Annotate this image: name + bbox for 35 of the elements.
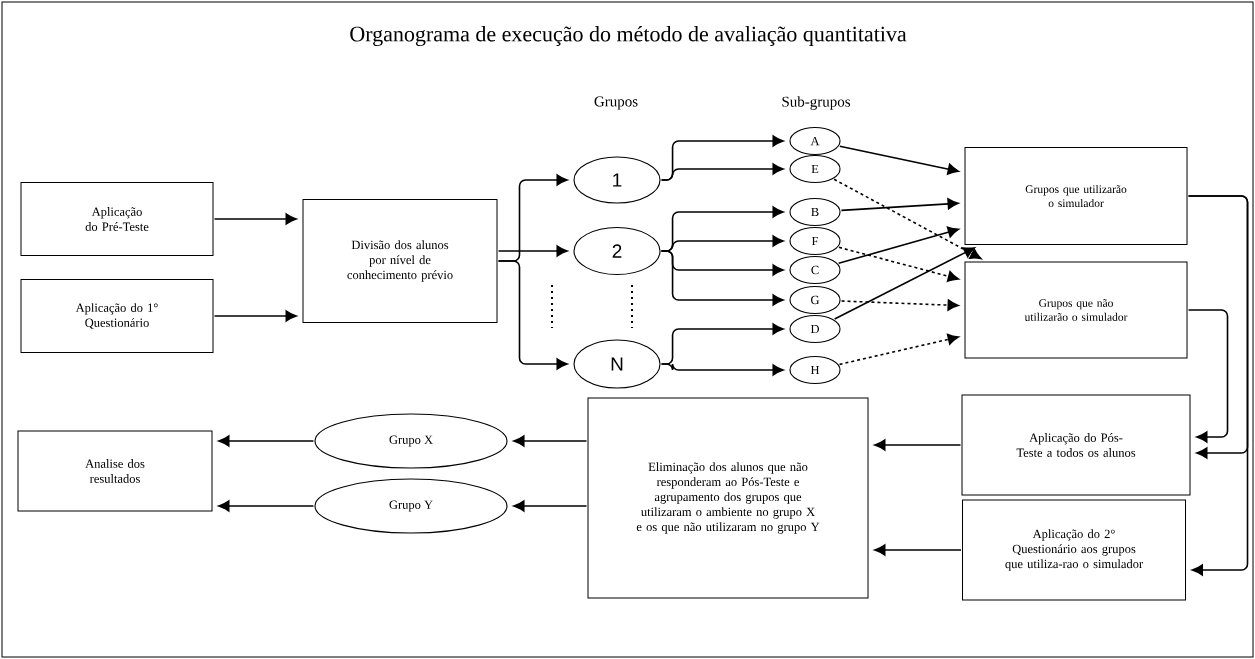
arrow bbox=[218, 500, 315, 512]
arrow bbox=[497, 260, 568, 370]
arrow bbox=[1187, 309, 1229, 443]
arrow bbox=[840, 299, 959, 311]
arrow bbox=[833, 178, 982, 260]
process-box: Aplicação do 2° Questionário aos grupos que utiliza-rao o simulador bbox=[962, 499, 1186, 601]
arrow bbox=[839, 145, 959, 175]
arrow bbox=[874, 439, 962, 451]
arrow bbox=[874, 544, 962, 556]
arrow bbox=[218, 435, 315, 447]
arrow bbox=[837, 226, 960, 265]
process-box: Aplicação do 1° Questionário bbox=[20, 279, 214, 353]
column-heading: Sub-grupos bbox=[782, 96, 851, 110]
arrow bbox=[660, 250, 784, 306]
arrow bbox=[513, 500, 588, 512]
process-box: Divisão dos alunos por nível de conhecimento prévio bbox=[302, 199, 498, 323]
arrow bbox=[838, 246, 959, 282]
process-box: Grupos que utilizarão o simulador bbox=[964, 147, 1188, 245]
arrow bbox=[497, 245, 568, 257]
arrow bbox=[660, 363, 784, 376]
process-box: Aplicação do Pós-Teste a todos os alunos bbox=[961, 394, 1191, 496]
title: Organograma de execução do método de avaliação quantitativa bbox=[350, 25, 907, 47]
process-box: Grupos que não utilizarão o simulador bbox=[964, 261, 1188, 359]
arrow bbox=[213, 213, 297, 225]
arrow bbox=[213, 310, 297, 322]
arrow bbox=[660, 163, 784, 181]
process-box: Analise dos resultados bbox=[17, 430, 213, 512]
arrow bbox=[838, 333, 959, 366]
arrow bbox=[840, 198, 959, 212]
arrow bbox=[833, 247, 975, 320]
column-heading: Grupos bbox=[594, 96, 638, 110]
process-box: Aplicação do Pré-Teste bbox=[20, 182, 214, 256]
arrow bbox=[513, 435, 588, 447]
process-box: Eliminação dos alunos que não responderam ao Pós-Teste e agrupamento dos grupos que utilizaram o ambiente no grupo X e os que não utilizaram no grupo Y bbox=[587, 397, 869, 599]
arrow bbox=[1187, 195, 1249, 576]
